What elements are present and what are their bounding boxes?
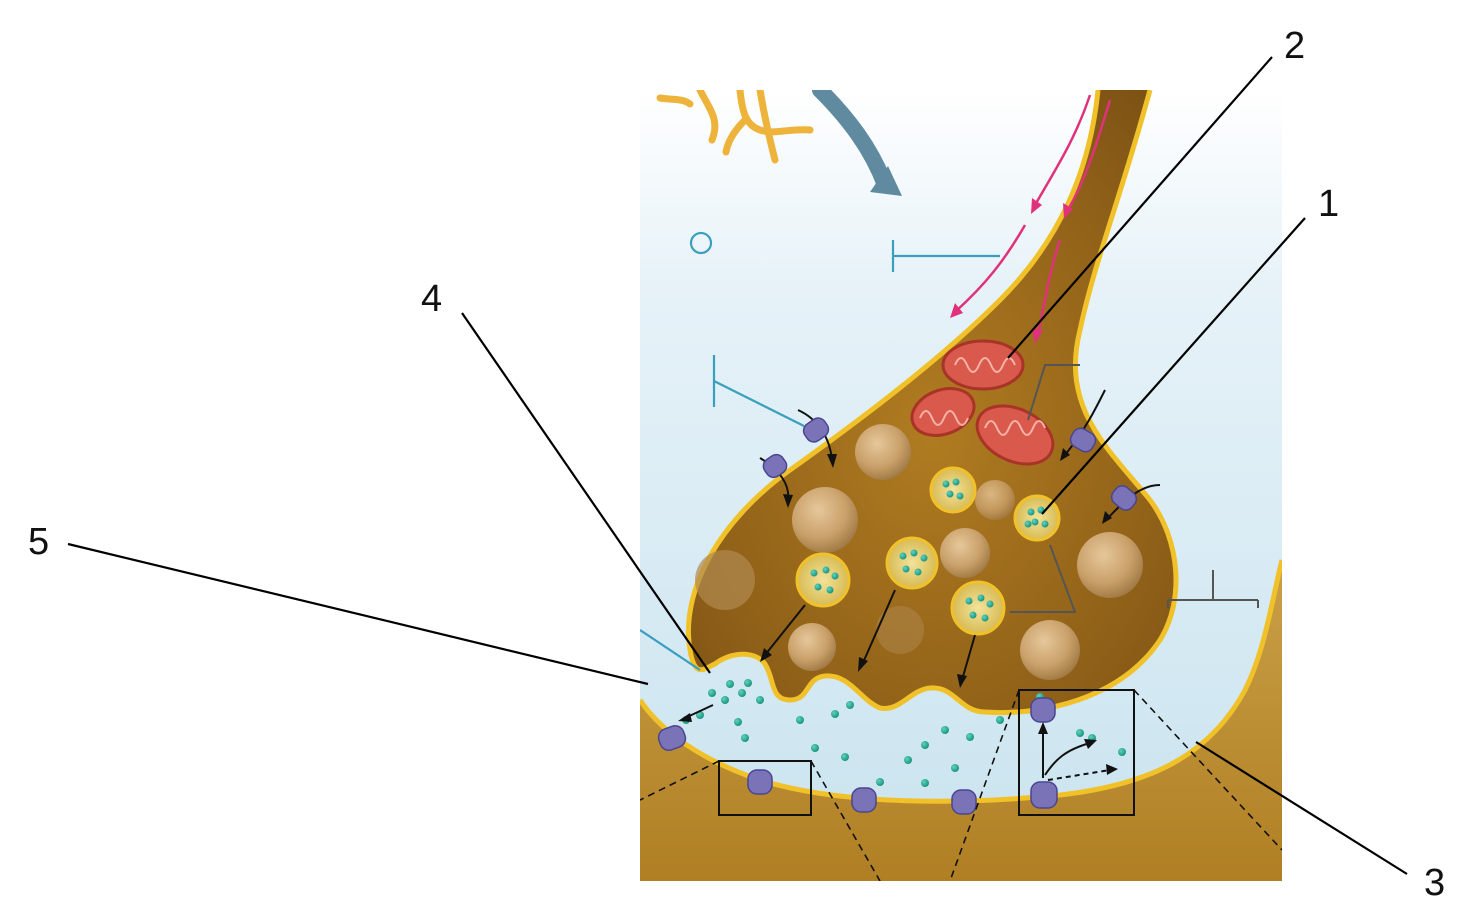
label-5: 5 (28, 521, 49, 563)
mitochondrion (975, 404, 1055, 466)
inset-box-left (718, 760, 812, 816)
signal-arrow-head (870, 166, 902, 196)
annotation-circle (689, 231, 713, 255)
leader-line-2 (1007, 56, 1273, 359)
synaptic-vesicles (795, 466, 1061, 636)
synaptic-vesicle (885, 536, 939, 590)
leader-line-1 (1041, 217, 1306, 515)
mitochondrion (941, 339, 1025, 391)
presynaptic-channels (762, 417, 1138, 511)
presynaptic-membrane (686, 90, 1179, 716)
inset-guide-lines (640, 689, 1282, 881)
mitochondria (910, 339, 1055, 466)
annotation-markers (640, 231, 1000, 671)
dendrite-branches (656, 90, 814, 164)
postsynaptic-neuron (640, 560, 1282, 881)
inset-box-right (1018, 689, 1135, 816)
inset-boxes (718, 689, 1135, 816)
label-1: 1 (1318, 183, 1339, 225)
synaptic-vesicle (929, 466, 977, 514)
exocytosis-arrowheads (760, 448, 1112, 688)
action-potential-arrows (954, 94, 1112, 336)
postsynaptic-receptors (657, 697, 1058, 815)
number-labels: 1 2 3 4 5 (28, 25, 1445, 904)
synaptic-spheres (695, 424, 1143, 680)
illustration-panel (640, 90, 1282, 881)
synaptic-vesicle (795, 552, 851, 608)
receptor-arrowheads (678, 713, 1118, 775)
action-potential-arrowheads (950, 198, 1073, 344)
label-2: 2 (1284, 25, 1305, 67)
synaptic-vesicle (950, 580, 1006, 636)
label-4: 4 (421, 278, 442, 320)
leader-line-4 (461, 312, 711, 674)
cleft-neurotransmitters (682, 679, 1126, 787)
leader-line-3 (1195, 741, 1408, 875)
leader-lines (67, 56, 1408, 875)
label-3: 3 (1424, 862, 1445, 904)
leader-line-5 (67, 542, 649, 686)
signal-direction-arrow (812, 90, 893, 193)
grey-brackets (1010, 364, 1259, 613)
